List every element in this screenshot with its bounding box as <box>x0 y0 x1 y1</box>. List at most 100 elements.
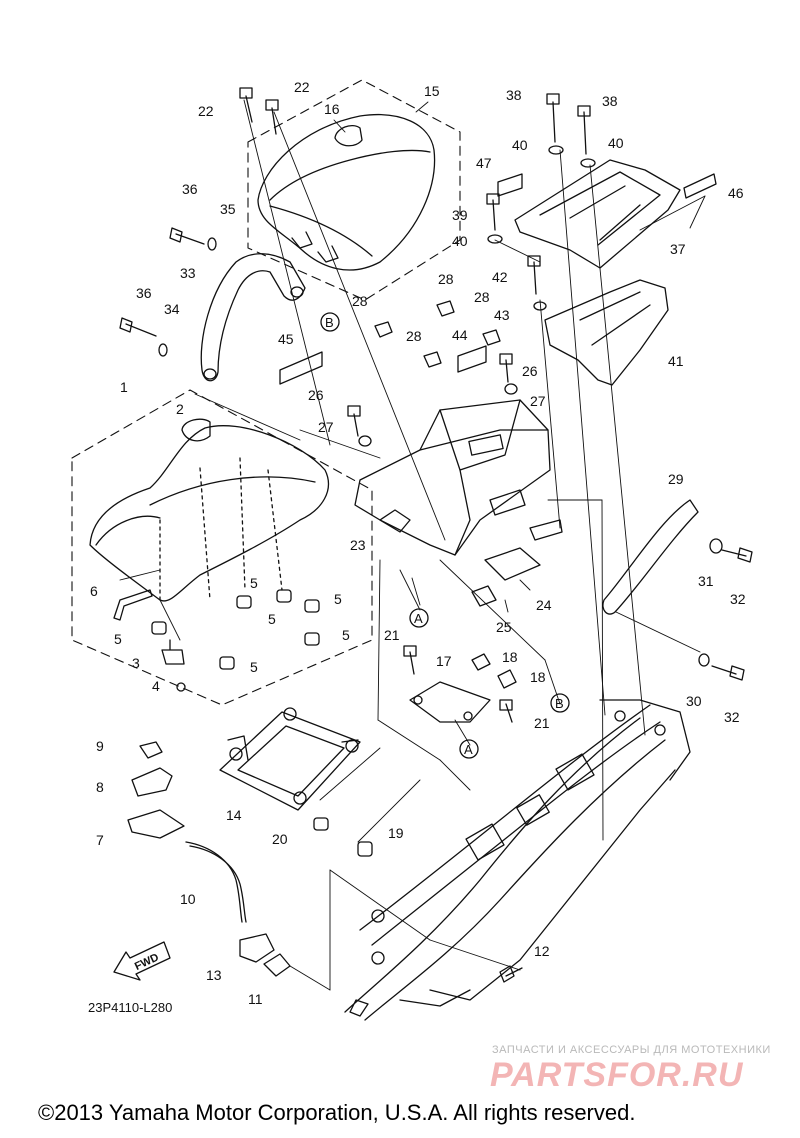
callout-16: 16 <box>324 101 340 117</box>
bolt-21b <box>499 699 513 723</box>
bracket-24 <box>484 547 541 581</box>
callout-28a: 28 <box>352 293 368 309</box>
washer-40a <box>548 145 564 155</box>
seat-lock-17 <box>409 681 491 723</box>
rear-frame <box>344 699 691 1021</box>
callout-5b: 5 <box>250 575 258 591</box>
bolt-26a <box>347 405 361 437</box>
callout-11: 11 <box>248 991 263 1007</box>
storage-box <box>354 399 551 556</box>
nuts-28 <box>374 300 501 368</box>
bolt-4 <box>176 682 186 692</box>
callout-26a: 26 <box>308 387 324 403</box>
callout-34: 34 <box>164 301 180 317</box>
callout-42: 42 <box>492 269 508 285</box>
passenger-seat <box>257 114 436 271</box>
callout-2: 2 <box>176 401 184 417</box>
copyright-notice: ©2013 Yamaha Motor Corporation, U.S.A. A… <box>38 1100 636 1125</box>
nut-9 <box>139 741 163 759</box>
bolt-36b <box>119 317 157 337</box>
seat-frame-14 <box>219 707 361 811</box>
ref-circle-b-grab <box>320 312 340 332</box>
watermark-caption: ЗАПЧАСТИ И АКСЕССУАРЫ ДЛЯ МОТОТЕХНИКИ <box>492 1044 771 1056</box>
callout-33: 33 <box>180 265 196 281</box>
callout-22a: 22 <box>198 103 214 119</box>
callout-36a: 36 <box>182 181 198 197</box>
callout-43: 43 <box>494 307 510 323</box>
collar-27b <box>504 383 518 395</box>
grommets-5 <box>151 589 320 670</box>
callout-19: 19 <box>388 825 404 841</box>
hex-key-6 <box>113 589 153 621</box>
clip-18a <box>471 653 491 671</box>
callout-39: 39 <box>452 207 468 223</box>
rear-carrier-37 <box>514 159 681 269</box>
bolt-22a <box>239 87 253 123</box>
collar-27a <box>358 435 372 447</box>
callout-24: 24 <box>536 597 552 613</box>
callout-21a: 21 <box>384 627 400 643</box>
callout-30: 30 <box>686 693 702 709</box>
watermark-logo: PARTSFOR.RU <box>490 1056 744 1094</box>
callout-32a: 32 <box>730 591 746 607</box>
carrier-bracket-41 <box>544 279 669 386</box>
callouts: 1 2 3 4 5 5 5 5 5 5 6 7 8 9 10 11 12 13 … <box>90 79 746 1007</box>
callout-15: 15 <box>424 83 440 99</box>
ref-a-box: A <box>414 611 423 626</box>
callout-10: 10 <box>180 891 196 907</box>
callout-47: 47 <box>476 155 492 171</box>
bolt-26b <box>499 353 513 383</box>
grommet-20 <box>313 817 329 831</box>
grommet-19 <box>357 841 373 857</box>
ref-b-frame: B <box>555 696 564 711</box>
callout-21b: 21 <box>534 715 550 731</box>
callout-1: 1 <box>120 379 128 395</box>
callout-40b: 40 <box>608 135 624 151</box>
callout-3: 3 <box>132 655 140 671</box>
callout-35: 35 <box>220 201 236 217</box>
washer-30 <box>698 653 710 667</box>
washer-34 <box>158 343 168 357</box>
bolt-32b <box>711 665 745 681</box>
seat-bumper-16 <box>334 124 363 147</box>
callout-18b: 18 <box>530 669 546 685</box>
leader-lines <box>119 99 706 991</box>
callout-5a: 5 <box>114 631 122 647</box>
rider-seat <box>89 418 330 602</box>
callout-27b: 27 <box>530 393 546 409</box>
callout-26b: 26 <box>522 363 538 379</box>
bolt-21a <box>403 645 417 675</box>
label-44 <box>457 345 487 373</box>
bolt-39 <box>486 193 500 231</box>
callout-5f: 5 <box>250 659 258 675</box>
cable-10 <box>185 841 243 923</box>
label-45 <box>279 351 323 385</box>
callout-41: 41 <box>668 353 684 369</box>
callout-12: 12 <box>534 943 550 959</box>
ref-circle-a-frame <box>459 739 479 759</box>
group-outline-15 <box>247 79 461 301</box>
ref-circle-b-frame <box>550 693 570 713</box>
callout-4: 4 <box>152 678 160 694</box>
washer-40b <box>580 158 596 168</box>
part-11 <box>263 953 291 977</box>
callout-8: 8 <box>96 779 104 795</box>
washer-35 <box>207 237 217 251</box>
ref-circle-a-box <box>409 608 429 628</box>
washer-31 <box>709 538 723 554</box>
clip-18b <box>497 669 517 689</box>
callout-20: 20 <box>272 831 288 847</box>
callout-36b: 36 <box>136 285 152 301</box>
callout-46: 46 <box>728 185 744 201</box>
callout-5c: 5 <box>268 611 276 627</box>
callout-28d: 28 <box>474 289 490 305</box>
callout-38a: 38 <box>506 87 522 103</box>
bolt-22b <box>265 99 279 135</box>
ref-b-grab: B <box>325 315 334 330</box>
lever-13 <box>239 933 275 963</box>
callout-13: 13 <box>206 967 222 983</box>
callout-28c: 28 <box>406 328 422 344</box>
callout-17: 17 <box>436 653 452 669</box>
seat-bumper-2 <box>181 418 211 442</box>
